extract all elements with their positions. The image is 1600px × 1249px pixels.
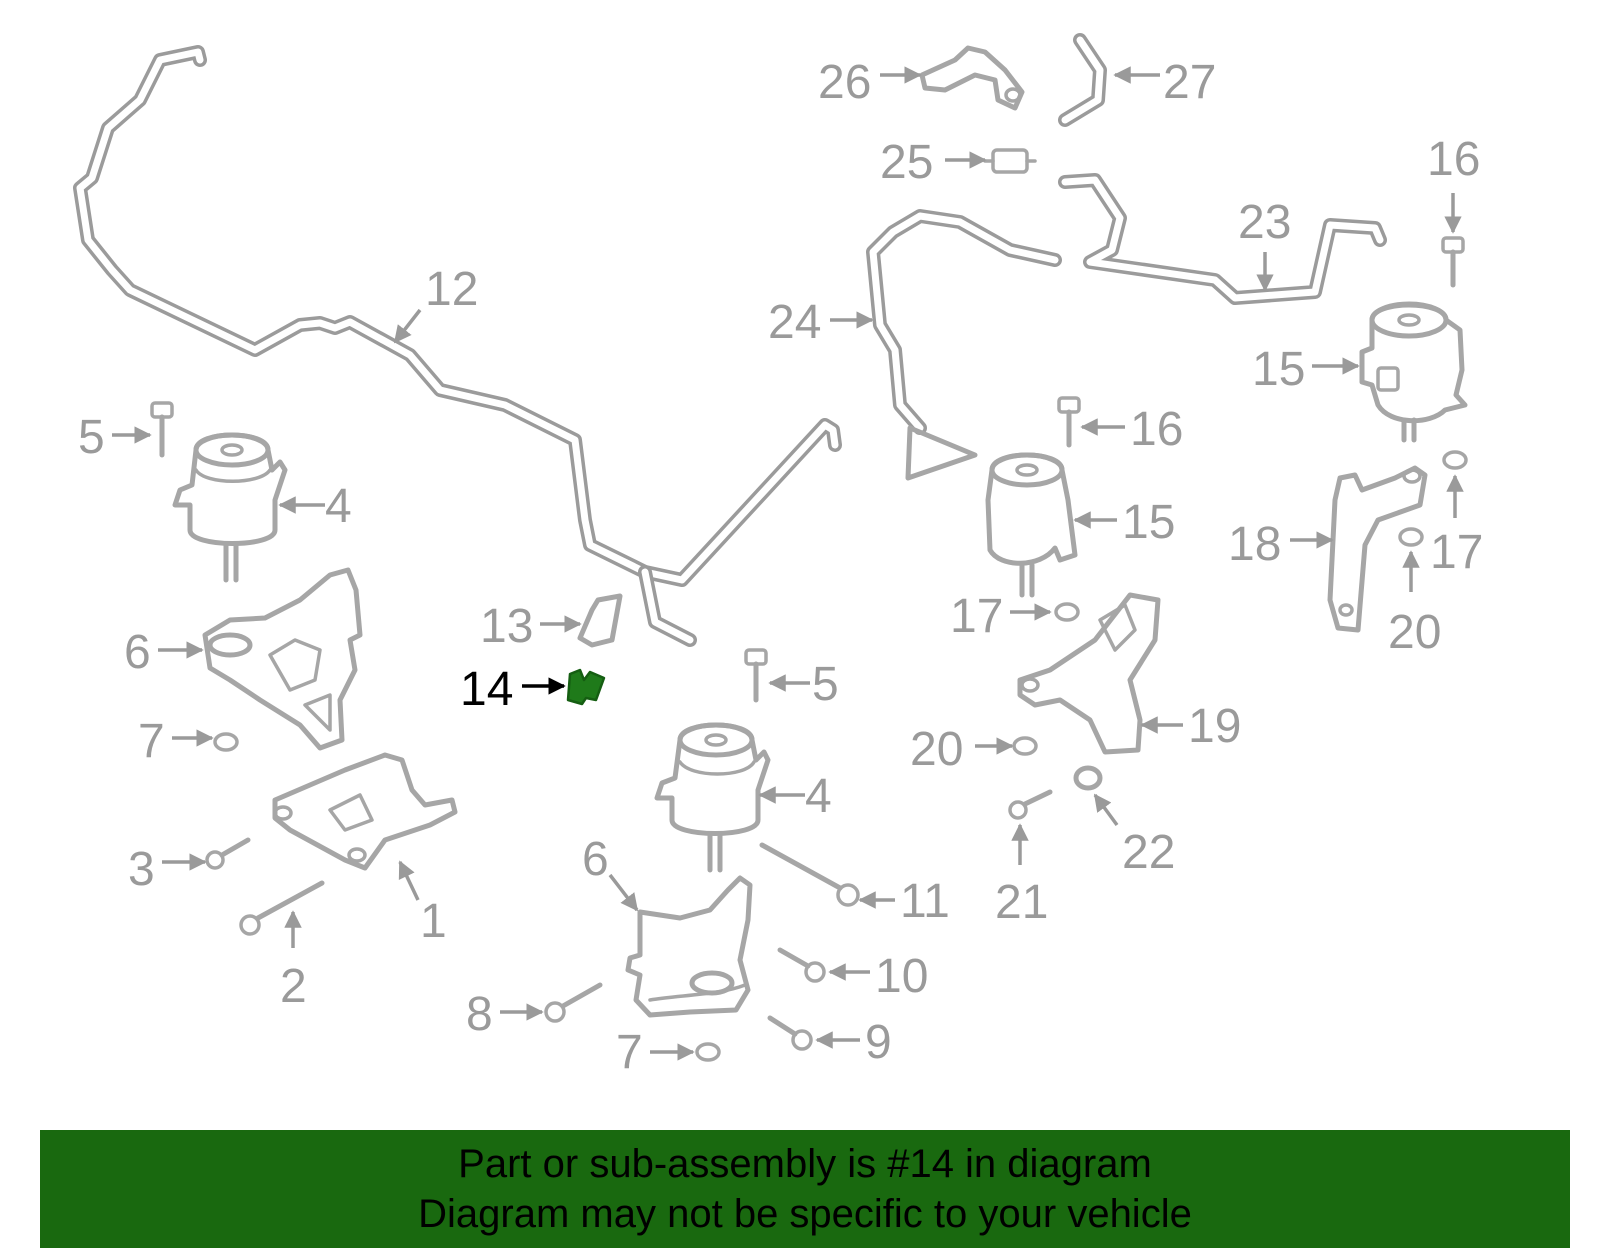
banner-line-1: Part or sub-assembly is #14 in diagram [458,1142,1152,1186]
part-23-tube [1058,173,1387,305]
part-6-bracket-center [625,875,753,1018]
callout-5-center: 5 [812,658,839,711]
callout-16-middle: 16 [1130,403,1183,456]
callout-19: 19 [1188,700,1241,753]
nut-20-right [1398,527,1424,547]
callout-16-right: 16 [1427,133,1480,186]
part-15-mount-right [1359,301,1468,443]
callout-20-right: 20 [1388,606,1441,659]
nut-7-left [213,732,239,752]
leader-arrows [112,66,1464,1061]
callout-1: 1 [420,895,447,948]
callout-13: 13 [480,600,533,653]
bolt-16-right [1441,236,1465,288]
part-24-tube [866,209,1062,481]
part-27-hose [1058,33,1107,127]
callout-15-right: 15 [1252,343,1305,396]
bolt-5-center [744,648,768,703]
bolt-3 [205,837,251,870]
part-12-tube [73,45,842,647]
parts-diagram: 1 2 3 4 4 5 5 6 6 7 7 8 9 10 11 12 13 14… [73,33,1483,1079]
bolt-2 [239,880,325,936]
bolt-21 [1008,789,1053,820]
part-15-mount-middle [985,452,1078,598]
nut-20-middle [1012,736,1038,756]
banner-line-2: Diagram may not be specific to your vehi… [418,1192,1192,1236]
callout-9: 9 [865,1016,892,1069]
callout-11: 11 [900,875,950,928]
callout-labels: 1 2 3 4 4 5 5 6 6 7 7 8 9 10 11 12 13 14… [78,56,1483,1079]
bolt-11 [759,842,860,907]
callout-4-center: 4 [805,770,832,823]
callout-27: 27 [1163,56,1216,109]
callout-25: 25 [880,136,933,189]
bolt-10 [777,947,826,983]
part-13-clip [577,593,623,648]
callout-3: 3 [128,843,155,896]
bolt-5-left [150,401,174,458]
callout-7-left: 7 [138,715,165,768]
callout-6-left: 6 [124,626,151,679]
callout-26: 26 [818,56,871,109]
callout-24: 24 [768,296,821,349]
callout-14: 14 [460,663,513,716]
callout-6-center: 6 [582,833,609,886]
callout-8: 8 [466,988,493,1041]
callout-22: 22 [1122,826,1175,879]
callout-15-middle: 15 [1122,496,1175,549]
callout-17-middle: 17 [950,590,1003,643]
nut-17-middle [1054,602,1080,622]
callout-23: 23 [1238,196,1291,249]
callout-18: 18 [1228,518,1281,571]
callout-4-left: 4 [325,480,352,533]
part-4-mount-left [172,432,288,583]
part-6-bracket-left [202,567,363,751]
part-22-spacer [1073,765,1103,791]
part-18-bracket [1327,465,1428,633]
part-14-highlighted [566,668,606,706]
part-4-mount-center [654,722,771,873]
callout-17-right: 17 [1430,526,1483,579]
callout-5-left: 5 [78,411,105,464]
info-banner: Part or sub-assembly is #14 in diagram D… [40,1130,1570,1248]
callout-7-bottom: 7 [616,1026,643,1079]
callout-12: 12 [425,263,478,316]
part-1-bracket [272,752,458,871]
callout-2: 2 [280,960,307,1013]
part-19-bracket [1017,592,1161,755]
part-25-connector [983,148,1037,174]
bolt-9 [767,1015,813,1051]
callout-20-middle: 20 [910,723,963,776]
part-26-bracket [919,45,1025,111]
bolt-8 [544,982,603,1023]
callout-21: 21 [995,876,1048,929]
nut-17-right [1442,450,1468,470]
bolt-16-middle [1057,396,1081,448]
nut-7-bottom [695,1042,721,1062]
callout-10: 10 [875,950,928,1003]
